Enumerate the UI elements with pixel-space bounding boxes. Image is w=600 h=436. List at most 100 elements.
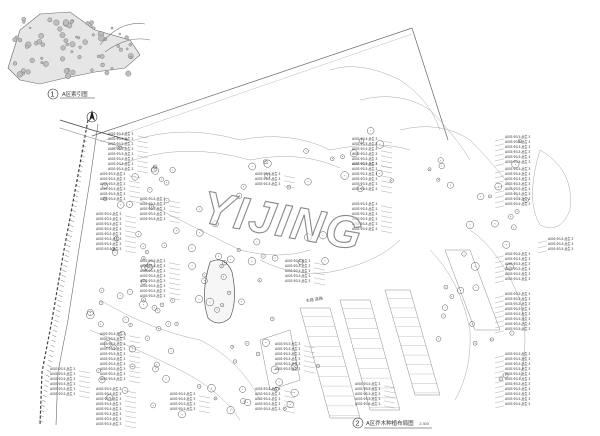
main-plan-number: 2: [356, 421, 360, 428]
tree-center-dot: [176, 323, 177, 325]
plant-callout-label: A003 Ф3-5 丛生 3: [505, 191, 531, 196]
tree-center-dot: [165, 378, 167, 380]
hatch-mark: [59, 289, 64, 293]
callout-leader: [494, 325, 505, 329]
callout-leader: [494, 400, 505, 404]
plant-callout-label: A003 Ф3-5 丛生 3: [170, 406, 196, 411]
tree-symbol: [238, 298, 245, 305]
tree-center-dot: [441, 165, 443, 167]
tree-symbol: [511, 224, 517, 231]
plant-callout-label: A003 Ф3-5 丛生 3: [505, 149, 531, 154]
key-plan-tree-dot: [12, 37, 18, 42]
tree-symbol: [491, 219, 499, 228]
plant-callout-label: A003 Ф3-5 丛生 3: [100, 181, 126, 186]
plant-callout-label: A003 Ф3-5 丛生 3: [140, 206, 166, 211]
tree-center-dot: [143, 304, 144, 306]
callout-leader: [168, 215, 181, 219]
tree-center-dot: [104, 198, 106, 200]
callout-leader: [128, 365, 141, 369]
tree-center-dot: [243, 186, 245, 188]
callout-leader: [124, 415, 137, 419]
tree-center-dot: [379, 144, 381, 145]
tree-symbol: [151, 166, 157, 173]
plant-callout-label: A003 Ф3-5 丛生 3: [96, 246, 122, 251]
tree-center-dot: [120, 204, 122, 206]
tree-center-dot: [125, 319, 127, 321]
key-plan-tree-dot: [70, 69, 76, 75]
callout-leader: [494, 200, 505, 204]
plant-callout-label: A003 Ф3-5 丛生 3: [50, 386, 76, 391]
tree-symbol: [489, 337, 494, 342]
hatch-mark: [66, 244, 71, 248]
tree-center-dot: [89, 312, 91, 313]
tree-symbol: [253, 238, 261, 246]
plant-callout-label: A003 Ф3-5 丛生 3: [505, 316, 531, 321]
tree-symbol: [270, 365, 279, 374]
callout-leader: [136, 135, 149, 139]
tree-center-dot: [247, 402, 249, 403]
callout-leader: [303, 365, 316, 369]
tree-symbol: [321, 257, 329, 265]
key-plan-tree-dot: [125, 70, 132, 77]
tree-symbol: [202, 272, 207, 278]
callout-leader: [136, 145, 149, 149]
tree-symbol: [244, 340, 250, 346]
callout-leader: [494, 148, 505, 152]
callout-leader: [494, 355, 505, 359]
plant-callout-label: A003 Ф3-5 丛生 3: [352, 171, 378, 176]
tree-symbol: [126, 201, 133, 208]
plant-callout-label: A003 Ф3-5 丛生 3: [108, 131, 134, 136]
callout-leader: [380, 160, 393, 164]
plant-callout-label: A003 Ф3-5 丛生 3: [505, 261, 531, 266]
tree-symbol: [155, 307, 161, 314]
hatch-mark: [46, 369, 51, 373]
hatch-mark: [61, 274, 66, 278]
callout-leader: [494, 310, 505, 314]
plant-callout-label: A003 Ф3-5 丛生 3: [170, 396, 196, 401]
callout-leader: [303, 350, 316, 354]
callout-leader: [383, 385, 396, 389]
callout-leader: [128, 335, 141, 339]
tree-symbol: [106, 394, 113, 402]
tree-center-dot: [505, 244, 507, 246]
tree-center-dot: [170, 350, 172, 352]
plant-callout-label: A003 Ф3-5 丛生 3: [505, 154, 531, 159]
main-plan-title: A区乔木种植布局图: [366, 419, 414, 427]
tree-symbol: [477, 192, 485, 201]
island-planting-bed: [204, 259, 235, 324]
tree-center-dot: [317, 365, 319, 367]
callout-leader: [380, 140, 393, 144]
tree-center-dot: [101, 379, 103, 381]
plant-callout-label: A003 Ф3-5 丛生 3: [100, 356, 126, 361]
callout-leader: [494, 275, 505, 279]
tree-symbol: [98, 376, 106, 384]
plant-callout-label: A003 Ф3-5 丛生 3: [352, 186, 378, 191]
key-plan-tree-dot: [96, 54, 101, 59]
tree-symbol: [188, 244, 196, 252]
hatch-mark: [39, 414, 44, 418]
plant-callout-label: A003 Ф3-5 丛生 3: [96, 386, 122, 391]
tree-center-dot: [246, 342, 248, 344]
plant-callout-label: A003 Ф3-5 丛生 3: [505, 276, 531, 281]
road-spur: [59, 119, 129, 141]
key-plan-tree-dot: [62, 19, 70, 26]
callout-leader: [303, 370, 316, 374]
tree-symbol: [356, 185, 364, 193]
tree-symbol: [297, 259, 304, 265]
callout-leader: [494, 185, 505, 189]
plant-callout-label: A003 Ф3-5 丛生 3: [108, 166, 134, 171]
callout-leader: [128, 190, 141, 194]
callout-leader: [198, 405, 211, 409]
plant-callout-label: A003 Ф3-5 丛生 3: [285, 268, 311, 273]
tree-center-dot: [242, 400, 244, 402]
tree-symbol: [236, 248, 241, 252]
main-road-west-edge: [55, 123, 99, 426]
plant-callout-label: A003 Ф3-5 丛生 3: [50, 371, 76, 376]
plant-callout-label: A003 Ф3-5 丛生 3: [96, 221, 122, 226]
tree-center-dot: [152, 405, 154, 406]
callout-leader: [124, 250, 137, 254]
hatch-mark: [63, 264, 68, 268]
tree-center-dot: [480, 196, 482, 197]
parking-area: [259, 249, 501, 419]
tree-symbol: [196, 384, 202, 389]
